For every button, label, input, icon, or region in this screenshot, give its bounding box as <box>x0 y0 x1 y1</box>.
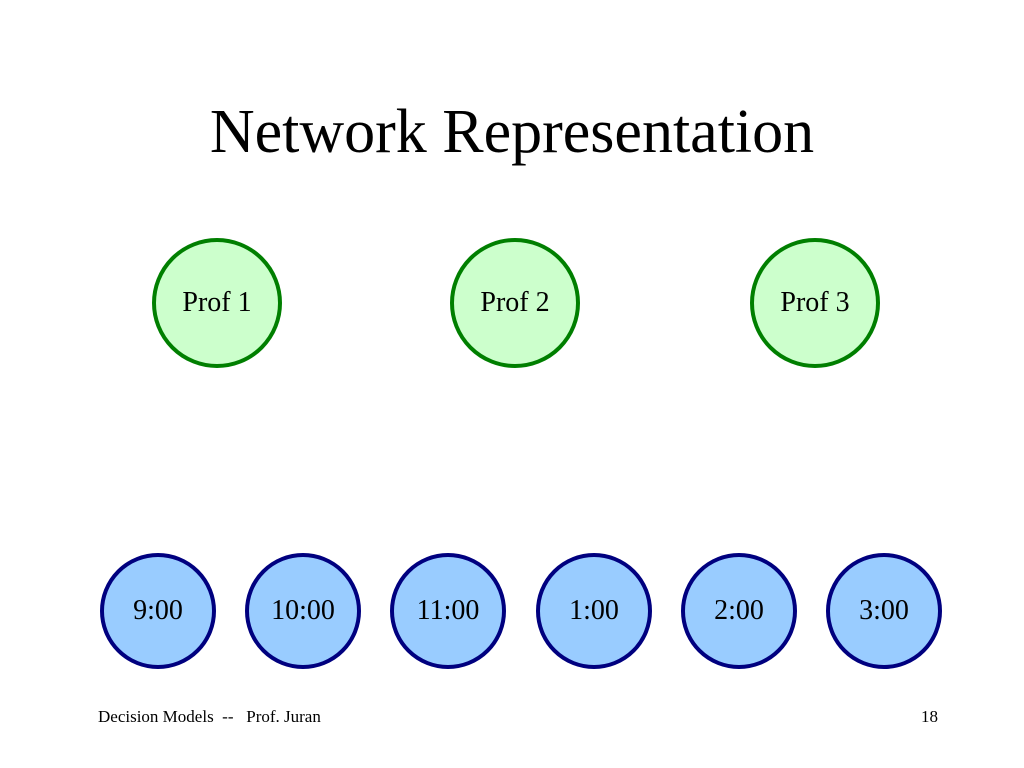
time-slot-label: 9:00 <box>133 595 183 626</box>
footer-text: Decision Models -- Prof. Juran <box>98 707 321 726</box>
slide-title: Network Representation <box>209 98 815 166</box>
time-slot-label: 2:00 <box>714 595 764 626</box>
time-slot-node-1: 9:00 <box>100 553 216 669</box>
prof-node-label: Prof 1 <box>182 287 252 318</box>
time-slot-label: 10:00 <box>271 595 335 626</box>
time-slot-label: 1:00 <box>569 595 619 626</box>
page-number: 18 <box>921 707 938 726</box>
time-slot-node-6: 3:00 <box>826 553 942 669</box>
time-slot-node-2: 10:00 <box>245 553 361 669</box>
time-slot-label: 3:00 <box>859 595 909 626</box>
time-slot-node-4: 1:00 <box>536 553 652 669</box>
prof-node-label: Prof 3 <box>780 287 850 318</box>
prof-node-label: Prof 2 <box>480 287 550 318</box>
time-slot-node-5: 2:00 <box>681 553 797 669</box>
time-slot-label: 11:00 <box>416 595 480 626</box>
prof-node-2: Prof 2 <box>450 238 580 368</box>
time-slot-node-3: 11:00 <box>390 553 506 669</box>
prof-node-1: Prof 1 <box>152 238 282 368</box>
prof-node-3: Prof 3 <box>750 238 880 368</box>
